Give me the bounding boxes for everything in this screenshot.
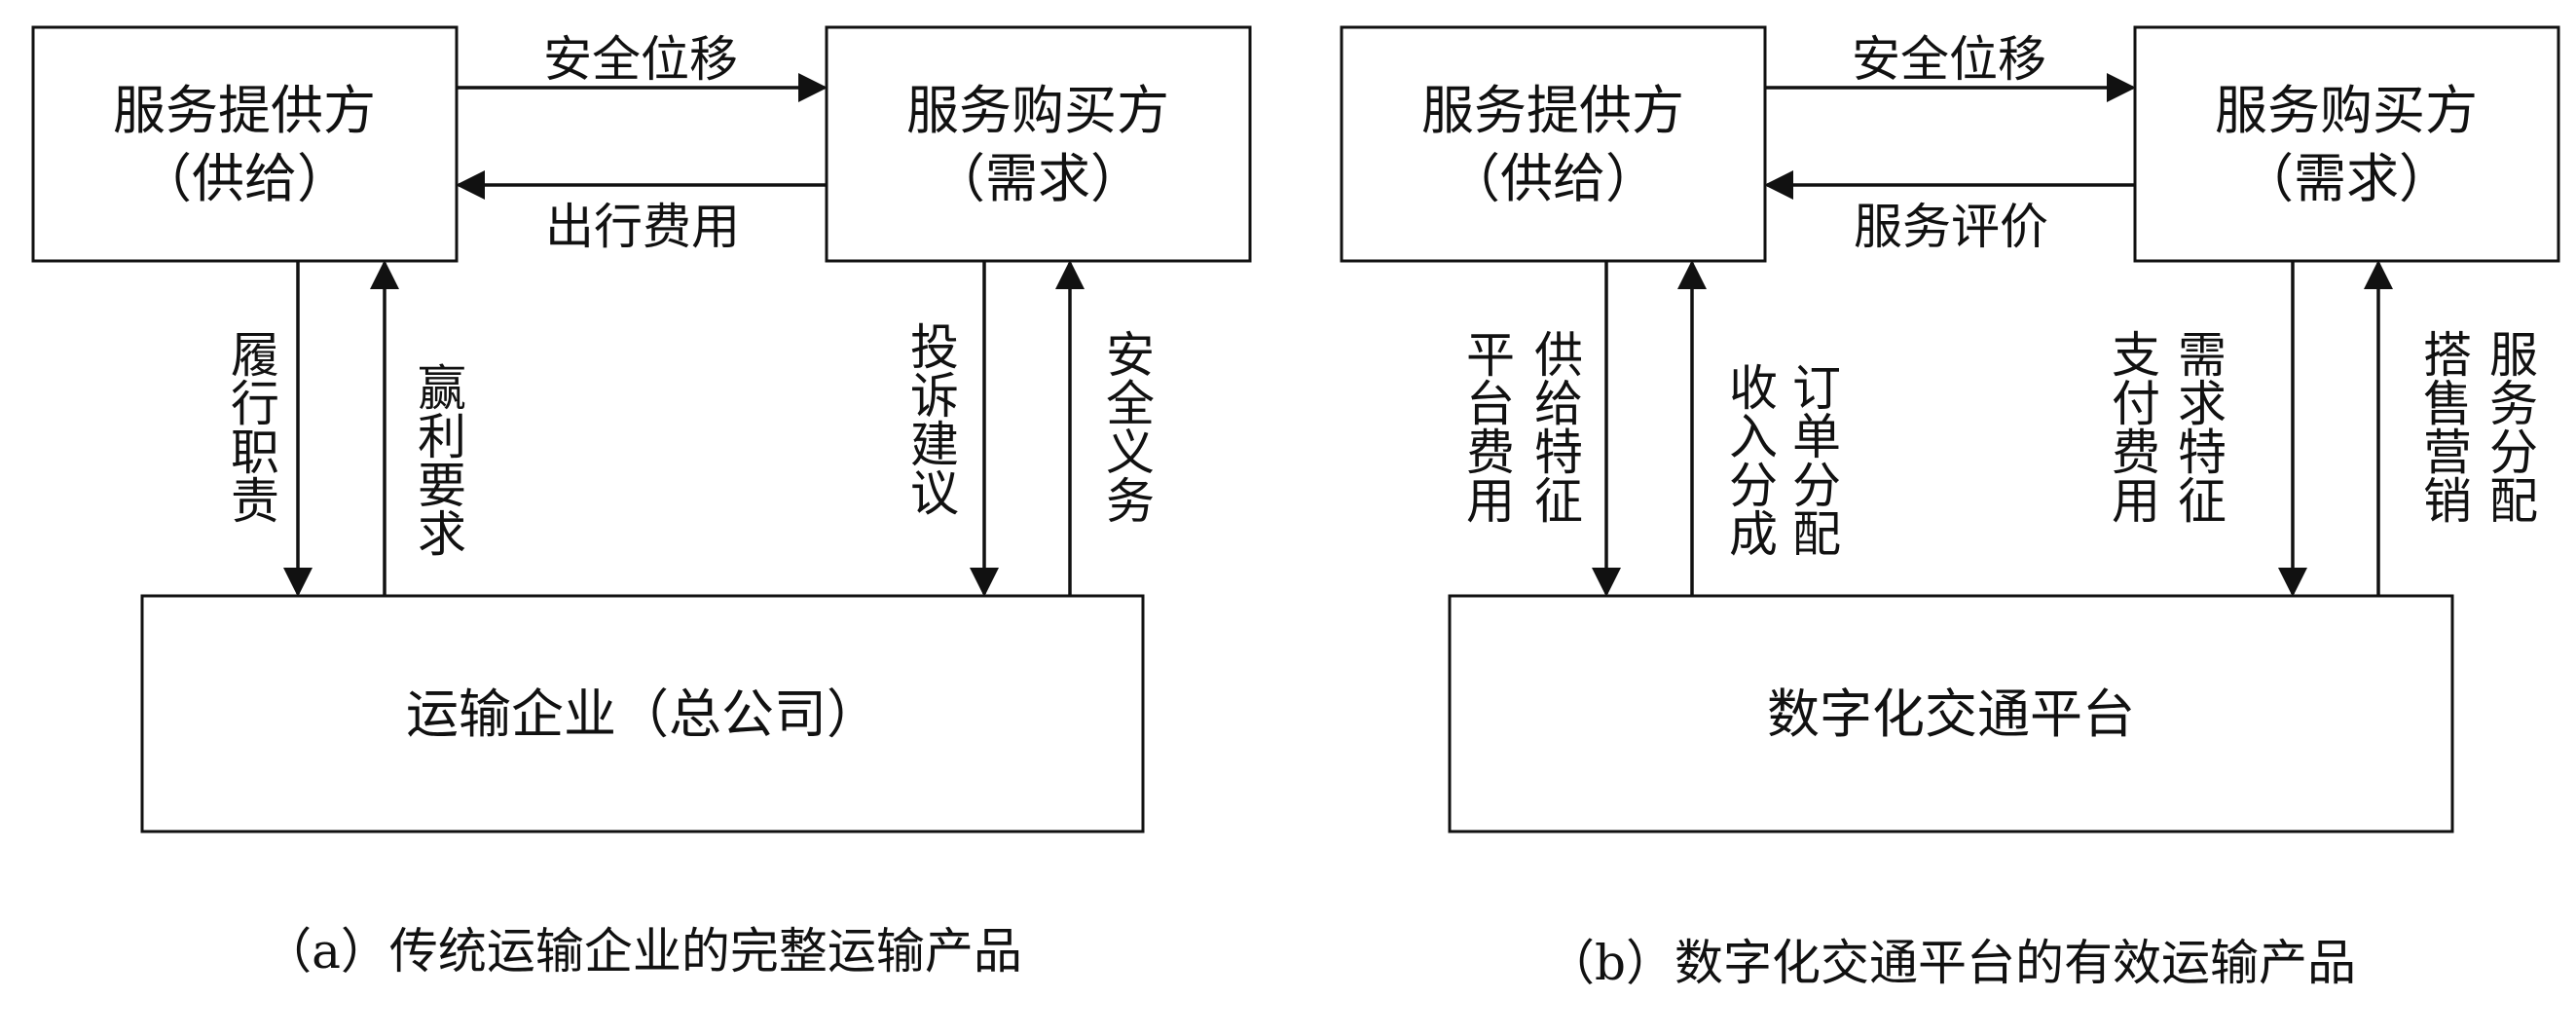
b-caption: （b）数字化交通平台的有效运输产品 [1546,935,2356,991]
b-provider-down-col2: 供给特征 [1527,329,1583,524]
b-buyer-title: 服务购买方 [2215,80,2478,141]
diagram-b: 服务提供方 （供给） 服务购买方 （需求） 数字化交通平台 安全位移 服务评价 … [1340,25,2560,991]
a-arrow-top-label: 安全位移 [543,31,738,88]
a-buyer-title: 服务购买方 [906,80,1169,141]
a-buyer-subtitle: （需求） [933,148,1143,209]
b-buyer-subtitle: （需求） [2241,148,2451,209]
a-company-label: 运输企业（总公司） [406,684,879,745]
b-provider-down-col1: 平台费用 [1458,329,1515,524]
diagram-a: 服务提供方 （供给） 服务购买方 （需求） 运输企业（总公司） 安全位移 出行费… [31,25,1252,980]
a-buyer-up-label: 安全义务 [1098,329,1155,524]
b-arrow-bottom-label: 服务评价 [1854,199,2048,255]
a-provider-box [31,25,459,263]
b-provider-subtitle: （供给） [1448,148,1658,209]
a-provider-up-label: 赢利要求 [410,362,466,557]
a-company-box [140,594,1145,833]
b-provider-title: 服务提供方 [1421,80,1684,141]
a-buyer-box [825,25,1252,263]
b-platform-label: 数字化交通平台 [1767,684,2135,745]
b-provider-up-col2: 订单分配 [1785,362,1841,557]
b-buyer-down-col2: 需求特征 [2170,329,2226,524]
b-buyer-down-col1: 支付费用 [2104,329,2160,524]
a-provider-down-label: 履行职责 [223,329,279,524]
b-buyer-up-col1: 搭售营销 [2415,329,2472,524]
b-arrow-top-label: 安全位移 [1852,31,2046,88]
a-provider-title: 服务提供方 [113,80,376,141]
b-buyer-box [2133,25,2560,263]
a-caption: （a）传统运输企业的完整运输产品 [263,923,1022,980]
a-arrow-bottom-label: 出行费用 [545,199,740,255]
b-buyer-up-col2: 服务分配 [2482,329,2538,524]
b-provider-box [1340,25,1767,263]
a-buyer-down-label: 投诉建议 [902,321,959,516]
b-provider-up-col1: 收入分成 [1721,362,1778,557]
a-provider-subtitle: （供给） [139,148,350,209]
b-platform-box [1448,594,2454,833]
